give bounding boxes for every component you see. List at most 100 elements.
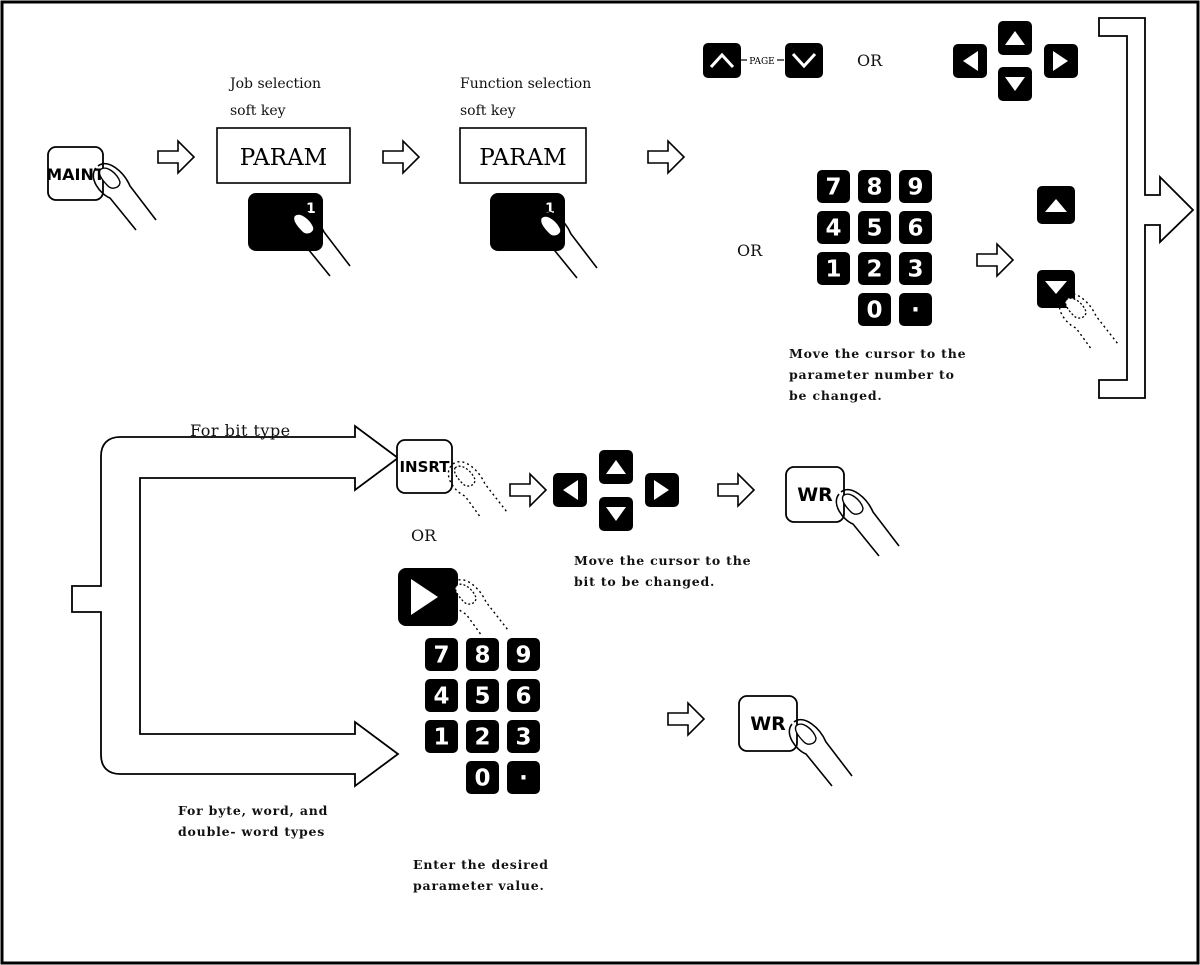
numpad-key-label: 2 xyxy=(866,257,882,283)
finger-icon xyxy=(449,580,508,636)
numpad-key-label: 8 xyxy=(474,643,490,669)
value-caption: Enter the desired parameter value. xyxy=(413,854,549,896)
bit-type-label: For bit type xyxy=(190,420,291,441)
or-label: OR xyxy=(737,240,762,261)
wr-key[interactable]: WR xyxy=(739,696,797,751)
numpad-key-label: 9 xyxy=(907,175,923,201)
numpad-key-label: 0 xyxy=(866,298,882,324)
numpad-key-label: 3 xyxy=(907,257,923,283)
numpad-key-label: . xyxy=(911,292,920,318)
hollow-arrow-icon xyxy=(977,244,1013,276)
page-up-key[interactable] xyxy=(703,43,741,78)
numpad-key-label: 2 xyxy=(474,725,490,751)
caption-line: bit to be changed. xyxy=(574,571,751,592)
numpad-key-7[interactable]: 7 xyxy=(425,638,458,671)
hollow-arrow-icon xyxy=(648,141,684,173)
caption-line: Enter the desired xyxy=(413,854,549,875)
numpad-key-label: 5 xyxy=(474,684,490,710)
caption-line: be changed. xyxy=(789,385,966,406)
cursor-up-key[interactable] xyxy=(1037,186,1075,224)
finger-icon xyxy=(789,720,852,786)
insrt-key[interactable]: INSRT xyxy=(397,440,452,493)
numpad-key-label: 1 xyxy=(825,257,841,283)
finger-icon xyxy=(93,164,156,230)
job-selection-label-line2: soft key xyxy=(230,101,286,122)
numpad-key-label: 4 xyxy=(825,216,841,242)
hollow-arrow-icon xyxy=(510,474,546,506)
caption-line: parameter value. xyxy=(413,875,549,896)
numpad-key-label: 3 xyxy=(515,725,531,751)
numpad-key-1[interactable]: 1 xyxy=(817,252,850,285)
finger-icon xyxy=(1059,294,1118,350)
numpad-key-label: 7 xyxy=(825,175,841,201)
caption-line: parameter number to xyxy=(789,364,966,385)
numpad-key-label: 4 xyxy=(433,684,449,710)
insrt-key-label: INSRT xyxy=(399,458,450,476)
numpad-key-3[interactable]: 3 xyxy=(899,252,932,285)
numpad-key-7[interactable]: 7 xyxy=(817,170,850,203)
cursor-keys-bottom[interactable] xyxy=(553,450,679,531)
numpad-key-1[interactable]: 1 xyxy=(425,720,458,753)
numpad-key-8[interactable]: 8 xyxy=(466,638,499,671)
job-selection-label-line1: Job selection xyxy=(230,74,321,95)
numpad-key-dot[interactable]: . xyxy=(507,760,540,795)
numpad-key-9[interactable]: 9 xyxy=(899,170,932,203)
job-selection-soft-key[interactable]: PARAM xyxy=(217,128,350,183)
numpad-key-0[interactable]: 0 xyxy=(858,293,891,326)
numpad-key-3[interactable]: 3 xyxy=(507,720,540,753)
caption-line: double- word types xyxy=(178,821,328,842)
numpad-key-8[interactable]: 8 xyxy=(858,170,891,203)
hollow-arrow-icon xyxy=(668,703,704,735)
wr-key[interactable]: WR xyxy=(786,467,844,522)
numpad-key-2[interactable]: 2 xyxy=(466,720,499,753)
caption-line: Move the cursor to the xyxy=(574,550,751,571)
func-soft-key-label: PARAM xyxy=(479,145,566,171)
maint-key-label: MAINT xyxy=(46,165,105,184)
numpad-key-label: 5 xyxy=(866,216,882,242)
hollow-arrow-icon xyxy=(158,141,194,173)
job-soft-key-label: PARAM xyxy=(240,145,327,171)
numpad-key-label: 6 xyxy=(907,216,923,242)
finger-icon xyxy=(448,462,507,518)
numpad-key-label: 7 xyxy=(433,643,449,669)
numpad-key-9[interactable]: 9 xyxy=(507,638,540,671)
numpad-key-5[interactable]: 5 xyxy=(858,211,891,244)
byte-word-label: For byte, word, and double- word types xyxy=(178,800,328,842)
cursor-caption: Move the cursor to the parameter number … xyxy=(789,343,966,406)
numpad-key-6[interactable]: 6 xyxy=(899,211,932,244)
numpad-key-2[interactable]: 2 xyxy=(858,252,891,285)
caption-line: For byte, word, and xyxy=(178,800,328,821)
hollow-arrow-icon xyxy=(383,141,419,173)
numpad-key-label: 6 xyxy=(515,684,531,710)
numpad-key-label: . xyxy=(519,760,528,786)
numpad-key-6[interactable]: 6 xyxy=(507,679,540,712)
numpad-key-dot[interactable]: . xyxy=(899,292,932,327)
numpad-key-label: 0 xyxy=(474,766,490,792)
or-label: OR xyxy=(411,525,436,546)
hollow-arrow-icon xyxy=(718,474,754,506)
wr-key-label: WR xyxy=(797,484,833,506)
numpad-key-label: 8 xyxy=(866,175,882,201)
numpad-key-0[interactable]: 0 xyxy=(466,761,499,794)
maint-key[interactable]: MAINT xyxy=(46,147,105,200)
function-selection-label-line1: Function selection xyxy=(460,74,591,95)
or-label: OR xyxy=(857,50,882,71)
bit-caption: Move the cursor to the bit to be changed… xyxy=(574,550,751,592)
cursor-right-key[interactable] xyxy=(398,568,458,626)
numpad-key-4[interactable]: 4 xyxy=(425,679,458,712)
numpad-key-label: 1 xyxy=(433,725,449,751)
page-down-key[interactable] xyxy=(785,43,823,78)
numpad-key-4[interactable]: 4 xyxy=(817,211,850,244)
function-selection-label-line2: soft key xyxy=(460,101,516,122)
cursor-keys-top[interactable] xyxy=(953,21,1078,101)
bracket-arrow xyxy=(1099,18,1193,398)
function-selection-soft-key[interactable]: PARAM xyxy=(460,128,586,183)
numpad-key-5[interactable]: 5 xyxy=(466,679,499,712)
caption-line: Move the cursor to the xyxy=(789,343,966,364)
finger-icon xyxy=(836,490,899,556)
wr-key-label: WR xyxy=(750,713,786,735)
numpad-key-label: 9 xyxy=(515,643,531,669)
page-label: PAGE xyxy=(749,57,775,67)
